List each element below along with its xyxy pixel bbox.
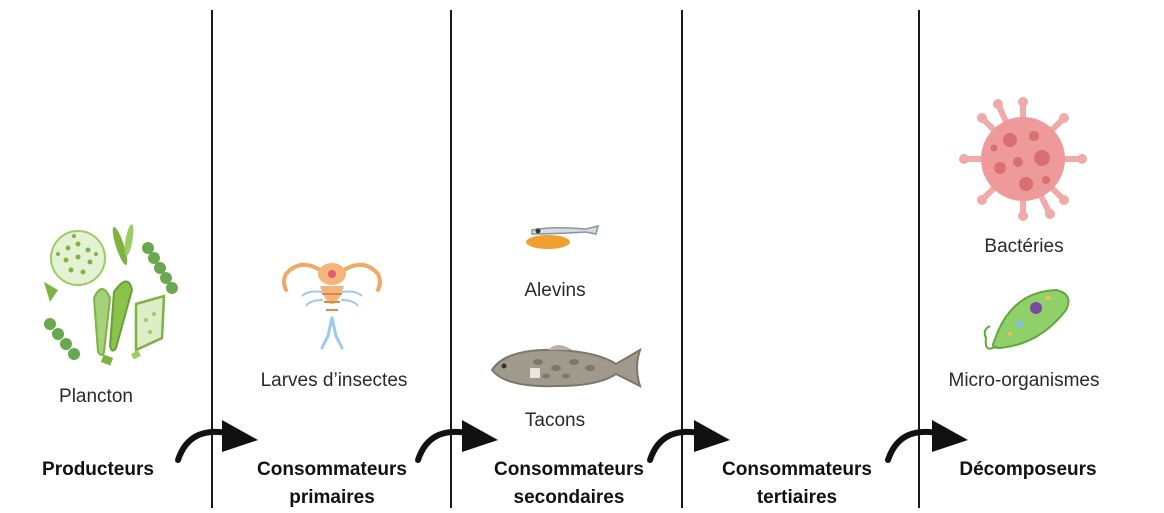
organism-label-insect-larvae: Larves d’insectes	[244, 370, 424, 392]
category-secondary-consumers: Consommateurs secondaires	[458, 456, 680, 512]
fry-icon	[522, 222, 600, 250]
organism-label-fry: Alevins	[500, 280, 610, 302]
organism-label-microorganisms: Micro-organismes	[932, 370, 1116, 392]
category-decomposers: Décomposeurs	[930, 456, 1126, 484]
category-line: Décomposeurs	[930, 456, 1126, 484]
category-primary-consumers: Consommateurs primaires	[226, 456, 438, 512]
category-tertiary-consumers: Consommateurs tertiaires	[692, 456, 902, 512]
category-producers: Producteurs	[16, 456, 180, 484]
organism-label-parr: Tacons	[500, 410, 610, 432]
category-line: tertiaires	[692, 484, 902, 512]
organism-label-plankton: Plancton	[36, 386, 156, 408]
category-line: primaires	[226, 484, 438, 512]
insect-larva-icon	[278, 252, 388, 352]
organism-label-bacteria: Bactéries	[964, 236, 1084, 258]
category-line: Consommateurs	[458, 456, 680, 484]
bacteria-icon	[954, 96, 1092, 222]
plankton-icon	[36, 220, 184, 370]
category-line: Consommateurs	[692, 456, 902, 484]
category-line: Producteurs	[16, 456, 180, 484]
category-line: secondaires	[458, 484, 680, 512]
parr-fish-icon	[488, 338, 644, 394]
microorganism-icon	[980, 284, 1076, 358]
category-line: Consommateurs	[226, 456, 438, 484]
